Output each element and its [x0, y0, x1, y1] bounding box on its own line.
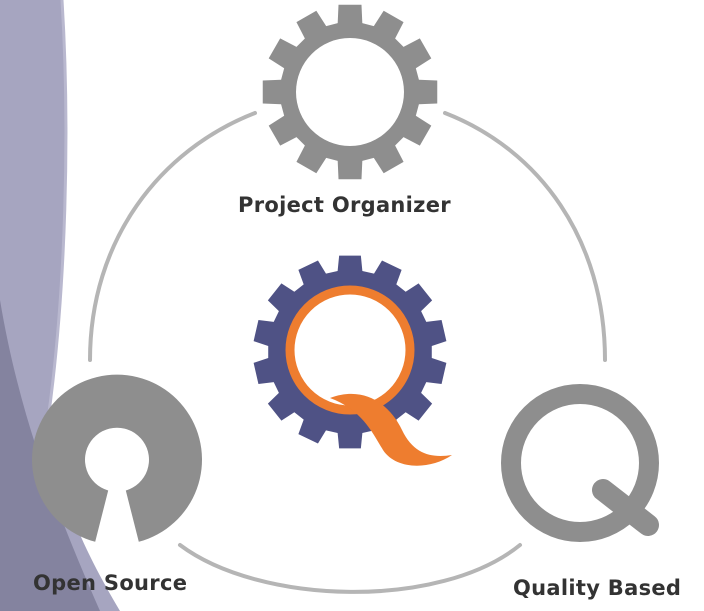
q-icon — [501, 384, 659, 542]
logo-gear-shape — [253, 255, 447, 449]
gear-q-logo — [253, 255, 452, 466]
logo-orange-ring — [285, 285, 415, 415]
ring-arc-left — [88, 111, 257, 362]
open-source-icon — [31, 374, 203, 542]
side-panel-shade — [0, 300, 100, 611]
gear-icon — [262, 4, 438, 180]
side-panel-edge — [46, 0, 68, 421]
node-label-open-source: Open Source — [33, 571, 188, 595]
ring-arc-bottom — [178, 543, 522, 594]
node-label-project-organizer: Project Organizer — [238, 193, 451, 217]
ring-arc-right — [443, 111, 607, 362]
q-ring — [501, 384, 659, 542]
q-tail — [592, 479, 659, 536]
open-source-ring — [31, 374, 203, 542]
node-label-quality-based: Quality Based — [513, 576, 682, 600]
gear-icon-shape — [262, 4, 438, 180]
logo-q-tail — [330, 393, 452, 466]
logo-gear-body — [253, 255, 447, 449]
